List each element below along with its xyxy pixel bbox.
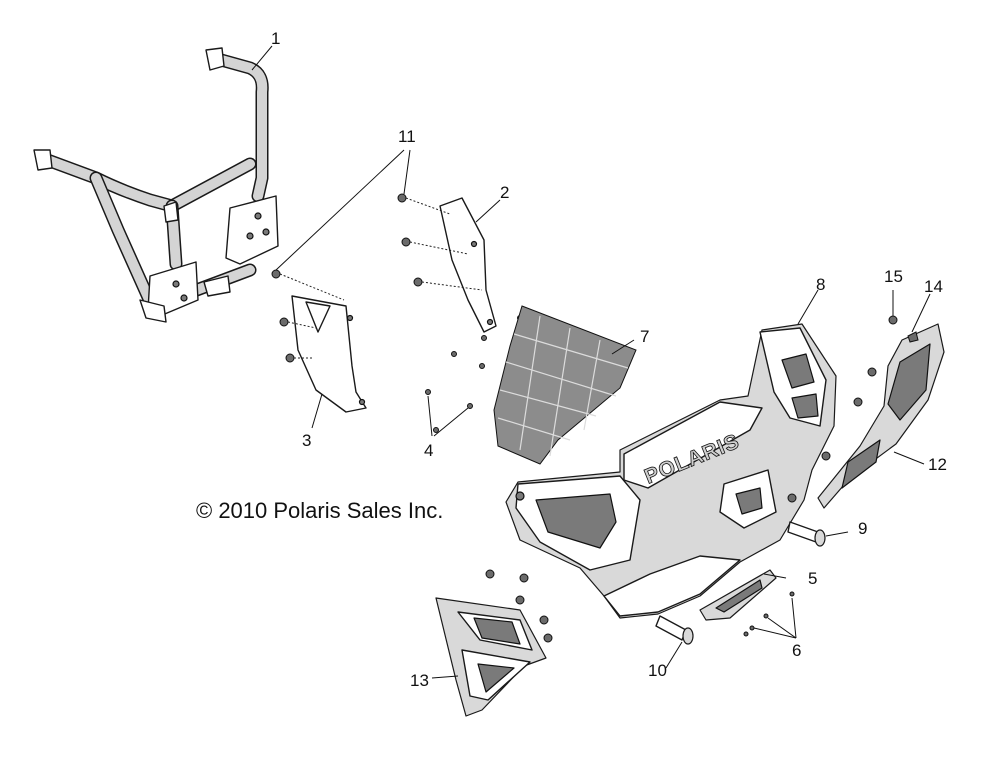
part-14-clip xyxy=(907,331,919,343)
part-15-nut xyxy=(888,315,898,325)
callout-13: 13 xyxy=(410,671,429,690)
part-9-push-pin xyxy=(787,521,826,547)
callout-10: 10 xyxy=(648,661,667,680)
callout-4: 4 xyxy=(424,441,433,460)
part-3-skid-plate-lower xyxy=(291,295,367,413)
part-5-lower-bracket xyxy=(699,569,777,621)
callout-labels: 1 2 3 4 5 6 7 8 9 10 11 12 13 14 15 xyxy=(271,29,947,690)
callout-15: 15 xyxy=(884,267,903,286)
part-7-grille-mesh xyxy=(493,305,637,465)
callout-9: 9 xyxy=(858,519,867,538)
callout-8: 8 xyxy=(816,275,825,294)
callout-11: 11 xyxy=(398,127,416,146)
part-10-push-pin xyxy=(655,615,694,645)
callout-12: 12 xyxy=(928,455,947,474)
leader-lines xyxy=(251,45,931,679)
callout-2: 2 xyxy=(500,183,509,202)
callout-6: 6 xyxy=(792,641,801,660)
part-11-screws xyxy=(271,193,483,363)
callout-7: 7 xyxy=(640,327,649,346)
copyright-notice: © 2010 Polaris Sales Inc. xyxy=(196,498,443,523)
callout-1: 1 xyxy=(271,29,280,48)
part-2-skid-plate-upper xyxy=(439,197,497,333)
fascia-fasteners xyxy=(485,367,877,643)
part-12-side-panel-right xyxy=(817,323,945,509)
callout-3: 3 xyxy=(302,431,311,450)
part-8-front-fascia: POLARIS xyxy=(505,323,837,619)
part-13-side-panel-left xyxy=(435,597,547,717)
callout-5: 5 xyxy=(808,569,817,588)
part-6-screws xyxy=(743,591,795,637)
callout-14: 14 xyxy=(924,277,943,296)
part-1-brush-guard xyxy=(33,47,279,323)
